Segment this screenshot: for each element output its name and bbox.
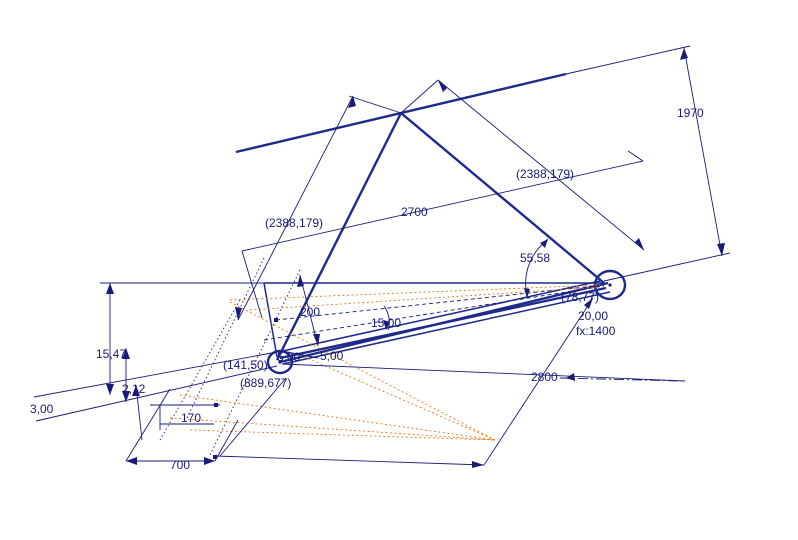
dim-2-12[interactable]: 2,12	[122, 382, 146, 396]
dim-5-00-b[interactable]: 5,00	[320, 349, 344, 363]
dim-141-50[interactable]: (141,50)	[223, 358, 268, 372]
dimension-lines	[33, 45, 731, 466]
construction-lines	[159, 257, 683, 459]
dimension-labels: 1970 (2388,179) (2388,179) 2700 55,58 (7…	[30, 106, 704, 472]
orange-construction-2	[169, 417, 496, 441]
dim-20-00[interactable]: 20,00	[578, 309, 608, 323]
dim-fx1400[interactable]: fx:1400	[576, 324, 616, 338]
sketch-point-marker-3[interactable]	[213, 455, 217, 459]
dim-200[interactable]: 200	[300, 305, 320, 319]
dim-889-677[interactable]: (889,677)	[240, 376, 291, 390]
dim-2388-179-left[interactable]: (2388,179)	[265, 216, 323, 230]
left-pivot-point[interactable]	[278, 360, 282, 364]
dim-55-58[interactable]: 55,58	[520, 251, 550, 265]
dim-170[interactable]: 170	[181, 411, 201, 425]
dim-78-77[interactable]: (78,77)	[561, 290, 599, 304]
dim-700[interactable]: 700	[170, 458, 190, 472]
orange-construction-3	[189, 429, 496, 441]
dim-15-47[interactable]: 15,47	[96, 347, 126, 361]
centerline-horizontal	[559, 377, 683, 382]
dimension-arrowheads	[106, 48, 725, 468]
orange-construction-1	[229, 301, 496, 441]
orange-construction-6	[229, 284, 601, 301]
orange-construction-4	[179, 394, 496, 441]
lower-arm-line-3[interactable]	[282, 291, 611, 365]
right-strut-line[interactable]	[400, 112, 605, 284]
dashed-line-upper	[275, 284, 605, 321]
orange-construction-5	[299, 354, 496, 441]
sketch-point-marker-1[interactable]	[274, 318, 278, 322]
dotted-line-left-1	[185, 257, 265, 421]
left-pivot-circle[interactable]	[266, 349, 294, 375]
dim-15-00[interactable]: 15,00	[371, 316, 401, 330]
lower-arm-line-2[interactable]	[279, 286, 607, 360]
dim-3-00[interactable]: 3,00	[30, 402, 54, 416]
dim-2700[interactable]: 2700	[401, 205, 428, 219]
dim-2800[interactable]: 2800	[531, 370, 558, 384]
dashed-line-middle	[263, 285, 605, 341]
dim-2388-179-right[interactable]: (2388,179)	[516, 167, 574, 181]
short-vertical-line[interactable]	[263, 282, 278, 358]
dotted-line-left-3	[159, 299, 241, 441]
dim-5-00-a[interactable]: 5,00	[277, 350, 301, 364]
lower-arm-line-4[interactable]	[277, 280, 601, 353]
left-strut-line[interactable]	[275, 112, 403, 361]
right-pivot-point[interactable]	[608, 283, 612, 287]
dim-1970[interactable]: 1970	[677, 106, 704, 120]
sketch-geometry[interactable]	[235, 72, 627, 375]
